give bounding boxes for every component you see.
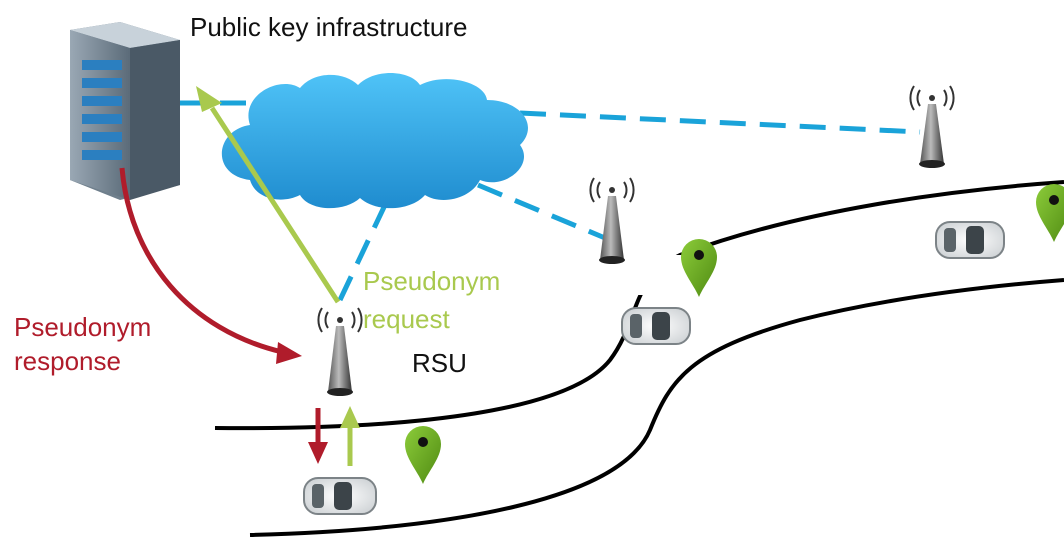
antenna-tower-icon xyxy=(317,307,363,396)
antenna-tower-icon xyxy=(909,85,955,168)
car-icon xyxy=(935,221,1005,259)
car-icon xyxy=(621,307,691,345)
pseudonym-request-arrow xyxy=(196,86,341,304)
pseudonym-response-label-line1: Pseudonym xyxy=(14,312,152,342)
pseudonym-response-label-line2: response xyxy=(14,346,121,376)
pseudonym-response-arrow xyxy=(119,167,302,364)
road-upper-edge xyxy=(214,180,1064,431)
rsu-to-car-arrow xyxy=(308,408,328,464)
pseudonym-request-label-line2: request xyxy=(363,304,450,334)
pseudonym-request-label-line1: Pseudonym xyxy=(363,266,501,296)
location-pin-icon xyxy=(1036,184,1064,242)
diagram-title: Public key infrastructure xyxy=(190,12,468,42)
rsu-label: RSU xyxy=(412,348,467,378)
server-icon xyxy=(70,22,180,200)
car-to-rsu-arrow xyxy=(340,406,360,466)
cloud-icon xyxy=(221,72,528,209)
road-lower-edge xyxy=(249,278,1064,537)
location-pin-icon xyxy=(681,239,717,297)
antenna-tower-icon xyxy=(589,177,635,264)
location-pin-icon xyxy=(405,426,441,484)
car-icon xyxy=(303,477,377,515)
